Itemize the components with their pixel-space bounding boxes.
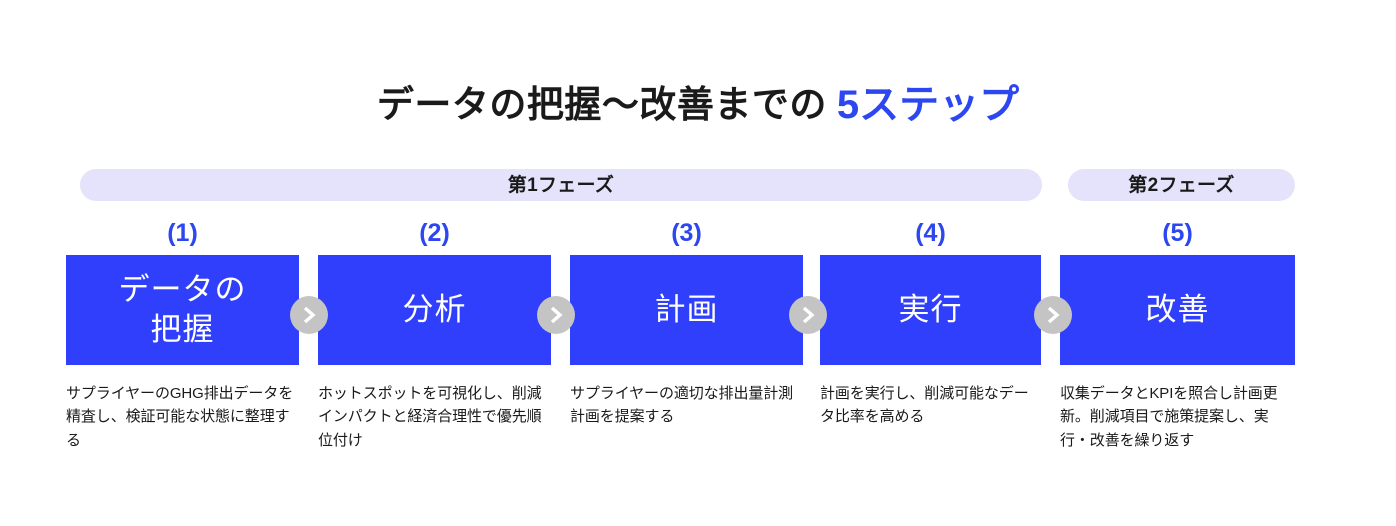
chevron-right-icon <box>1034 296 1072 334</box>
step-column-5: (5) 改善 収集データとKPIを照合し計画更新。削減項目で施策提案し、実行・改… <box>1060 218 1295 452</box>
step-number-5: (5) <box>1162 219 1193 247</box>
step-box-1-label-line2: 把握 <box>150 312 215 347</box>
step-box-3[interactable]: 計画 <box>570 255 803 365</box>
phase-bar-2-label: 第2フェーズ <box>1128 174 1235 196</box>
phase-bar-1: 第1フェーズ <box>80 169 1042 201</box>
step-box-2-label: 分析 <box>402 292 467 328</box>
step-caption-1: サプライヤーのGHG排出データを精査し、検証可能な状態に整理する <box>66 385 294 449</box>
step-box-5[interactable]: 改善 <box>1060 255 1295 365</box>
step-box-3-label: 計画 <box>654 292 719 328</box>
step-number-2: (2) <box>419 219 450 247</box>
page-title-accent: 5ステップ <box>836 83 1020 127</box>
step-column-4: (4) 実行 計画を実行し、削減可能なデータ比率を高める <box>820 218 1041 429</box>
chevron-right-icon <box>789 296 827 334</box>
step-number-4: (4) <box>915 219 946 247</box>
step-caption-5: 収集データとKPIを照合し計画更新。削減項目で施策提案し、実行・改善を繰り返す <box>1060 385 1278 449</box>
page-title-main: データの把握〜改善までの <box>376 84 827 125</box>
step-box-5-label: 改善 <box>1145 292 1210 328</box>
step-column-2: (2) 分析 ホットスポットを可視化し、削減インパクトと経済合理性で優先順位付け <box>318 218 551 452</box>
step-box-2[interactable]: 分析 <box>318 255 551 365</box>
phase-bar-1-label: 第1フェーズ <box>507 174 615 196</box>
step-number-3: (3) <box>671 219 702 247</box>
step-box-1[interactable]: データの 把握 <box>66 255 299 365</box>
step-caption-2: ホットスポットを可視化し、削減インパクトと経済合理性で優先順位付け <box>318 385 542 449</box>
step-box-4[interactable]: 実行 <box>820 255 1041 365</box>
step-column-3: (3) 計画 サプライヤーの適切な排出量計測計画を提案する <box>570 218 803 429</box>
step-box-1-label: データの 把握 <box>119 270 247 349</box>
step-number-1: (1) <box>167 219 198 247</box>
step-box-1-label-line1: データの <box>118 272 247 308</box>
step-column-1: (1) データの 把握 サプライヤーのGHG排出データを精査し、検証可能な状態に… <box>66 218 299 452</box>
step-caption-3: サプライヤーの適切な排出量計測計画を提案する <box>570 385 794 426</box>
chevron-right-icon <box>290 296 328 334</box>
phase-bar-2: 第2フェーズ <box>1068 169 1295 201</box>
chevron-right-icon <box>537 296 575 334</box>
step-caption-4: 計画を実行し、削減可能なデータ比率を高める <box>820 385 1029 426</box>
step-box-4-label: 実行 <box>898 292 963 328</box>
